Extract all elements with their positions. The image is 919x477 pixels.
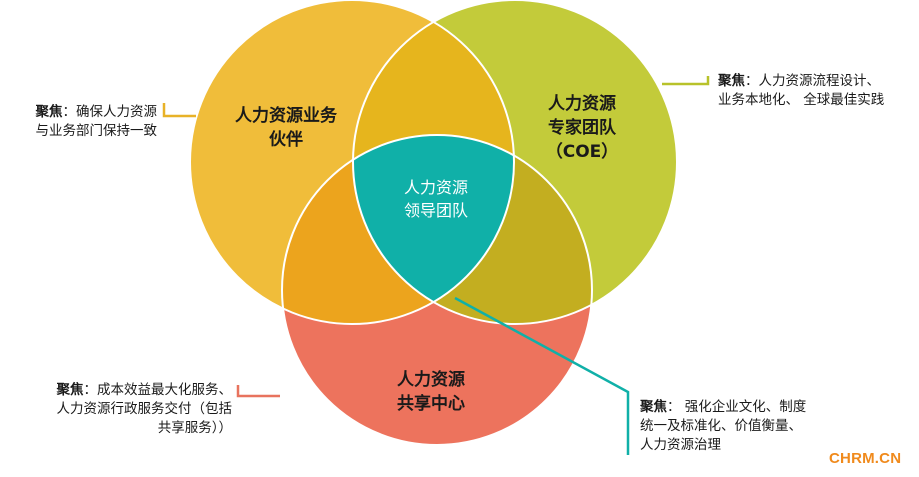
leader-note-line1: ： 强化企业文化、制度 [667, 399, 807, 415]
hrbp-title-line2: 伙伴 [269, 130, 303, 150]
hrbp-note-line1: ：确保人力资源 [62, 104, 158, 120]
coe-note-prefix: 聚焦 [718, 73, 745, 89]
coe-note-line1: ：人力资源流程设计、 [745, 73, 880, 89]
coe-title-line1: 人力资源 [548, 94, 616, 114]
center-title-line2: 领导团队 [403, 201, 468, 220]
coe-callout-line [662, 76, 710, 86]
ssc-note-line2: 人力资源行政服务交付（包括 [56, 401, 233, 417]
hrbp-outline [189, 0, 515, 325]
watermark: CHRM.CN [829, 450, 902, 467]
hrbp-note-prefix: 聚焦 [35, 104, 63, 120]
hrbp-callout-line [162, 103, 196, 118]
ssc-title: 人力资源 共享中心 [372, 368, 490, 416]
leader-note: 聚焦： 强化企业文化、制度 统一及标准化、价值衡量、 人力资源治理 [640, 398, 840, 455]
ssc-callout-line [236, 385, 280, 398]
hrbp-title-line1: 人力资源业务 [235, 106, 337, 126]
ssc-note: 聚焦：成本效益最大化服务、 人力资源行政服务交付（包括 共享服务）） [2, 381, 233, 438]
hrbp-note-line2: 与业务部门保持一致 [35, 123, 158, 139]
ssc-outline [281, 134, 593, 446]
ssc-title-line1: 人力资源 [397, 370, 465, 390]
center-title-line1: 人力资源 [403, 178, 468, 197]
leader-note-line2: 统一及标准化、价值衡量、 [640, 418, 802, 434]
center-title: 人力资源 领导团队 [386, 176, 486, 222]
coe-title-line3: （COE） [545, 142, 619, 162]
hrbp-title: 人力资源业务 伙伴 [222, 104, 350, 152]
leader-callout-line [454, 296, 630, 455]
leader-note-prefix: 聚焦 [640, 399, 667, 415]
leader-note-line3: 人力资源治理 [640, 437, 721, 453]
ssc-note-line1: ：成本效益最大化服务、 [83, 382, 233, 398]
coe-title-line2: 专家团队 [548, 118, 616, 138]
coe-outline [352, 0, 678, 325]
hrbp-note: 聚焦：确保人力资源 与业务部门保持一致 [2, 103, 158, 141]
ssc-note-line3: 共享服务）） [157, 420, 232, 436]
coe-note: 聚焦：人力资源流程设计、 业务本地化、 全球最佳实践 [718, 72, 918, 110]
coe-note-line2: 业务本地化、 全球最佳实践 [718, 92, 885, 108]
coe-title: 人力资源 专家团队 （COE） [523, 92, 641, 164]
ssc-note-prefix: 聚焦 [56, 382, 84, 398]
ssc-title-line2: 共享中心 [397, 394, 465, 414]
